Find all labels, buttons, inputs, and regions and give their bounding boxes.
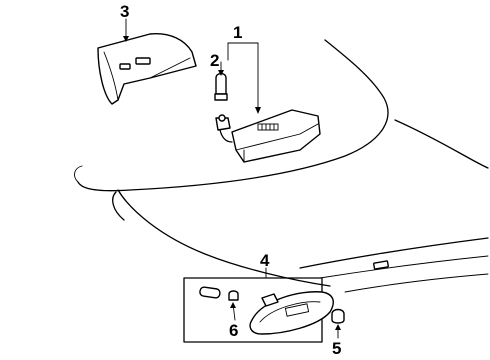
callout-6: 6 xyxy=(229,321,238,340)
callout-labels: 1 2 3 4 5 6 xyxy=(120,2,341,358)
clip-part-5 xyxy=(331,308,345,324)
lamp-assembly-part-4 xyxy=(183,277,334,343)
callout-4: 4 xyxy=(260,251,270,270)
callout-1: 1 xyxy=(233,23,242,42)
cover-part-3 xyxy=(97,33,197,105)
bulb-part-2 xyxy=(214,72,228,101)
trunk-lid-outline xyxy=(74,39,489,293)
callout-2: 2 xyxy=(210,51,219,70)
callout-5: 5 xyxy=(332,339,341,358)
leader-lines xyxy=(123,18,341,339)
stop-lamp-part-1 xyxy=(215,109,321,163)
callout-3: 3 xyxy=(120,2,129,21)
